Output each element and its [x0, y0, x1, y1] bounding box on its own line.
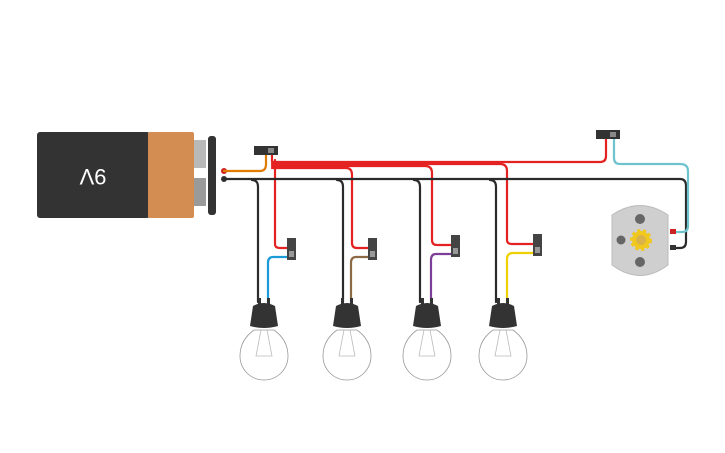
wire-supply[interactable] [222, 152, 268, 173]
wire-ground-bus[interactable] [222, 177, 688, 250]
bulb-switch-2[interactable] [368, 238, 377, 260]
wire-bulb-lead-3[interactable] [429, 252, 454, 304]
bulb-filament [418, 329, 436, 357]
bulb-glass [322, 329, 372, 381]
bulb-3[interactable] [402, 298, 452, 381]
bulb-switch-4[interactable] [533, 234, 542, 256]
main-switch[interactable] [254, 146, 278, 155]
bulb-filament [255, 329, 273, 357]
bulb-1[interactable] [239, 298, 289, 381]
wire-red-branch-4[interactable] [270, 162, 536, 246]
bulb-filament [494, 329, 512, 357]
bulb-switch-1[interactable] [287, 238, 296, 260]
wire-ground-1[interactable] [250, 178, 260, 304]
battery-terminal-positive [194, 140, 206, 168]
battery-label: 9V [79, 164, 106, 189]
battery-band [148, 132, 194, 218]
wires [222, 136, 690, 304]
motor-terminal-positive[interactable] [670, 229, 676, 234]
wire-red-branch-3[interactable] [270, 164, 454, 247]
bulb-2[interactable] [322, 298, 372, 381]
wire-ground-2[interactable] [335, 178, 345, 304]
wire-bulb-lead-2[interactable] [349, 255, 371, 304]
motor-terminal-negative[interactable] [670, 245, 676, 250]
wire-bulb-lead-4[interactable] [505, 251, 536, 304]
bulb-switch-3[interactable] [451, 235, 460, 257]
bulb-glass [402, 329, 452, 381]
bulb-glass [239, 329, 289, 381]
wire-motor-lead[interactable] [612, 136, 690, 234]
wire-ground-3[interactable] [412, 178, 422, 304]
gear-icon [630, 229, 652, 251]
bulb-filament [338, 329, 356, 357]
bulb-socket [250, 303, 278, 328]
battery-body [37, 132, 150, 218]
bulb-socket [413, 303, 441, 328]
bulb-socket [489, 303, 517, 328]
bulb-socket [333, 303, 361, 328]
battery-terminal-negative [194, 178, 206, 206]
wire-red-branch-2[interactable] [270, 166, 371, 250]
bulb-glass [478, 329, 528, 381]
wire-red-bus[interactable] [270, 136, 608, 164]
dc-motor[interactable] [611, 205, 676, 276]
wire-ground-4[interactable] [488, 178, 498, 304]
battery-9v[interactable]: 9V [37, 132, 227, 218]
wire-bulb-lead-1[interactable] [266, 255, 290, 304]
bulb-4[interactable] [478, 298, 528, 381]
wire-red-branch-1[interactable] [273, 158, 289, 250]
battery-clip [208, 136, 216, 215]
motor-switch[interactable] [596, 130, 620, 139]
